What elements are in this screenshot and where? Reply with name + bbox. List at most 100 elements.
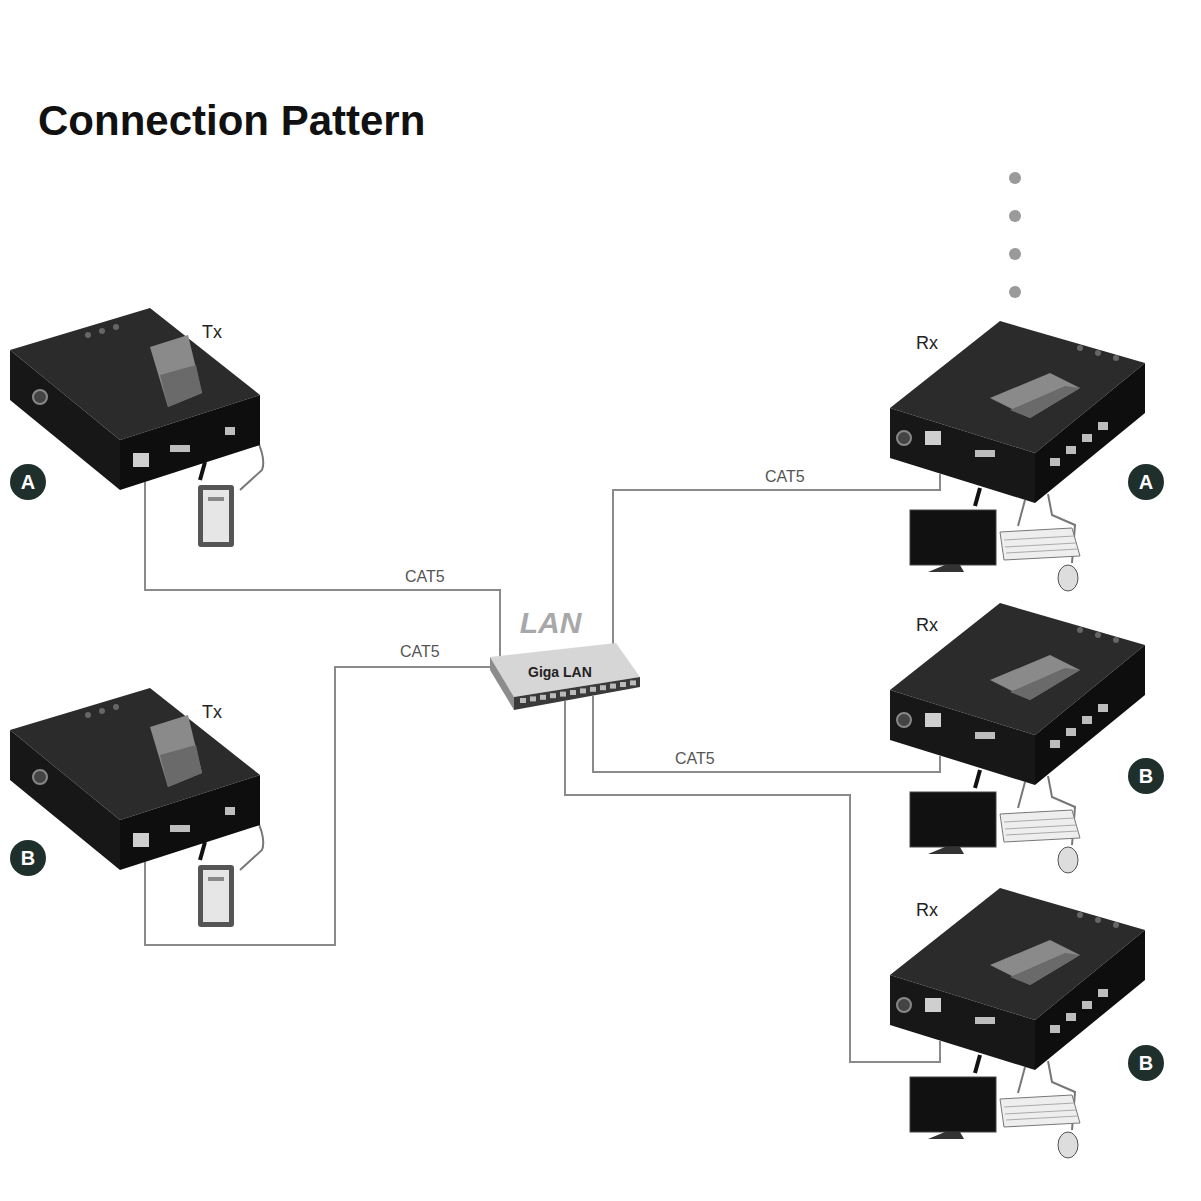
led: [85, 712, 91, 718]
keyboard-cable: [1018, 782, 1025, 808]
switch-port: [540, 695, 546, 700]
device-label: Rx: [916, 899, 938, 921]
led: [1095, 350, 1101, 356]
keyboard-cable: [1018, 1067, 1025, 1093]
dot: [1009, 172, 1021, 184]
hdmi-port: [170, 445, 190, 452]
led: [99, 708, 105, 714]
group-badge: A: [1128, 464, 1164, 500]
cat5-cable: [593, 696, 940, 772]
key-rows: [1004, 1103, 1078, 1120]
usb-port: [225, 427, 235, 435]
led: [1077, 627, 1083, 633]
usb-port: [1050, 458, 1060, 466]
device-label: [990, 373, 1080, 418]
power-jack: [897, 998, 911, 1012]
group-badge: A: [10, 464, 46, 500]
monitor-stand: [928, 1132, 964, 1139]
receiver-unit: Rx: [890, 600, 1147, 790]
led: [1095, 632, 1101, 638]
tower-case: [198, 865, 234, 927]
power-jack: [897, 713, 911, 727]
led: [1095, 917, 1101, 923]
dot: [1009, 248, 1021, 260]
hdmi-port: [170, 825, 190, 832]
device-label: [990, 655, 1080, 700]
rj45-port: [925, 998, 941, 1012]
switch-port: [580, 688, 586, 693]
led: [1113, 922, 1119, 928]
tower-case: [198, 485, 234, 547]
usb-port: [225, 807, 235, 815]
led: [85, 332, 91, 338]
switch-port: [520, 698, 526, 703]
cat5-cable: [145, 482, 500, 656]
dot: [1009, 286, 1021, 298]
switch-port: [630, 680, 636, 685]
group-badge: B: [1128, 758, 1164, 794]
badge-letter: B: [10, 840, 46, 876]
device-label-shade: [1010, 953, 1080, 985]
switch-port: [600, 685, 606, 690]
led: [99, 328, 105, 334]
led: [1077, 345, 1083, 351]
usb-port: [1050, 1025, 1060, 1033]
usb-port: [1082, 716, 1092, 724]
device-label-shade: [1010, 386, 1080, 418]
device-label: [150, 335, 202, 407]
receiver-unit: Rx: [890, 885, 1147, 1075]
tower-front: [203, 870, 229, 922]
switch-port: [560, 692, 566, 697]
power-jack: [897, 431, 911, 445]
device-left-face: [890, 975, 1035, 1070]
hdmi-cable: [975, 770, 980, 788]
usb-port: [1082, 1001, 1092, 1009]
device-label-shade: [160, 745, 202, 787]
device-outline: [10, 305, 262, 495]
badge-letter: B: [1128, 758, 1164, 794]
switch-port: [570, 690, 576, 695]
cat5-cable: [565, 701, 940, 1062]
continuation-dots: [1009, 172, 1021, 298]
keyboard: [1000, 810, 1080, 842]
key-rows: [1004, 818, 1078, 835]
key-rows: [1004, 536, 1078, 553]
switch-port: [550, 693, 556, 698]
badge-letter: B: [1128, 1045, 1164, 1081]
badge-letter: A: [1128, 464, 1164, 500]
keyboard: [1000, 528, 1080, 560]
hdmi-port: [975, 1017, 995, 1024]
hdmi-cable: [975, 1055, 980, 1073]
device-label: Tx: [202, 321, 222, 343]
group-badge: B: [1128, 1045, 1164, 1081]
transmitter-unit: Tx: [10, 685, 262, 875]
device-label-shade: [1010, 668, 1080, 700]
monitor-stand: [928, 847, 964, 854]
network-label: LAN: [488, 607, 613, 639]
cable-label: CAT5: [672, 750, 718, 768]
transmitter-unit: Tx: [10, 305, 262, 495]
switch-left-face: [490, 657, 514, 710]
usb-port: [1066, 446, 1076, 454]
usb-port: [1050, 740, 1060, 748]
mouse: [1058, 565, 1078, 591]
device-label-shade: [160, 365, 202, 407]
drive-bay: [208, 877, 224, 881]
hdmi-cable: [975, 488, 980, 506]
device-left-face: [890, 408, 1035, 503]
led: [1113, 637, 1119, 643]
drive-bay: [208, 497, 224, 501]
monitor: [910, 1077, 996, 1132]
device-outline: [10, 685, 262, 875]
tower-front: [203, 490, 229, 542]
led: [1113, 355, 1119, 361]
switch-port: [620, 682, 626, 687]
rj45-port: [925, 713, 941, 727]
keyboard: [1000, 1095, 1080, 1127]
receiver-unit: Rx: [890, 318, 1147, 508]
workstation: [910, 770, 1080, 873]
usb-port: [1066, 1013, 1076, 1021]
usb-port: [1082, 434, 1092, 442]
mouse: [1058, 1132, 1078, 1158]
